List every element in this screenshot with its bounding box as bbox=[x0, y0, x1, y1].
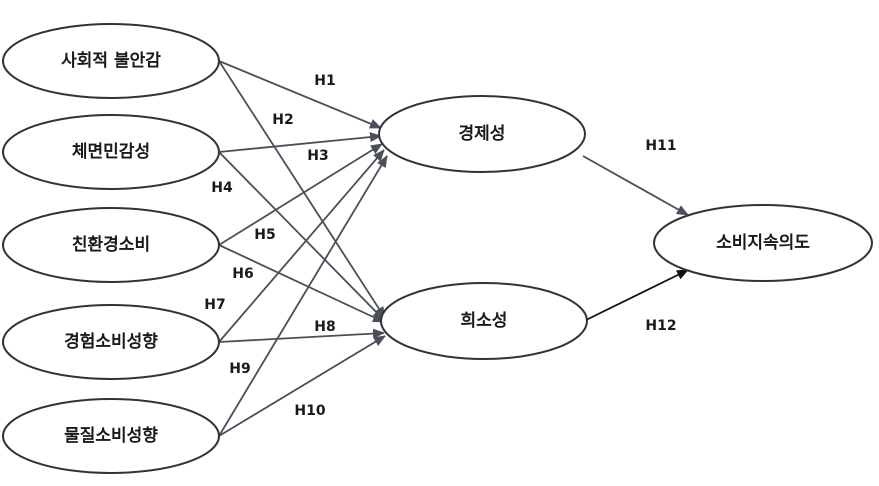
node-label-materialistic-consumption: 물질소비성향 bbox=[64, 425, 158, 446]
edge-h2 bbox=[218, 60, 386, 319]
edge-labels: H1 H2 H3 H4 H5 H6 H7 H8 H9 H10 H11 H12 bbox=[204, 73, 676, 419]
node-label-eco-consumption: 친환경소비 bbox=[72, 235, 150, 255]
edge-h1 bbox=[218, 60, 382, 129]
node-label-continuance-intention: 소비지속의도 bbox=[716, 233, 810, 253]
edge-label-h7: H7 bbox=[204, 297, 225, 313]
node-label-face-sensitivity: 체면민감성 bbox=[72, 142, 150, 162]
edge-h10 bbox=[218, 335, 386, 437]
edge-label-h2: H2 bbox=[272, 112, 293, 128]
node-label-experiential-consumption: 경험소비성향 bbox=[64, 331, 158, 352]
edge-h11 bbox=[582, 155, 689, 216]
node-social-anxiety: 사회적 불안감 bbox=[2, 23, 220, 99]
node-eco-consumption: 친환경소비 bbox=[2, 207, 220, 283]
node-materialistic-consumption: 물질소비성향 bbox=[2, 398, 220, 474]
node-experiential-consumption: 경험소비성향 bbox=[2, 304, 220, 380]
node-face-sensitivity: 체면민감성 bbox=[2, 114, 220, 190]
edge-label-h10: H10 bbox=[294, 403, 325, 419]
node-label-social-anxiety: 사회적 불안감 bbox=[61, 51, 161, 71]
edge-h3 bbox=[218, 132, 382, 153]
edge-label-h1: H1 bbox=[314, 73, 335, 89]
edge-label-h3: H3 bbox=[307, 148, 328, 164]
edge-label-h11: H11 bbox=[645, 138, 676, 154]
edges bbox=[218, 60, 689, 437]
node-continuance-intention: 소비지속의도 bbox=[653, 204, 873, 282]
edge-label-h4: H4 bbox=[211, 180, 233, 196]
edge-h4 bbox=[218, 151, 385, 321]
edge-label-h8: H8 bbox=[314, 319, 335, 335]
node-scarcity: 희소성 bbox=[380, 282, 588, 360]
edge-h7 bbox=[218, 149, 385, 343]
edge-label-h12: H12 bbox=[645, 318, 676, 334]
node-label-economy: 경제성 bbox=[459, 124, 506, 144]
nodes: 사회적 불안감 체면민감성 친환경소비 경험소비성향 물질소비성향 경제성 희소… bbox=[2, 23, 873, 474]
edge-label-h6: H6 bbox=[232, 266, 253, 282]
edge-h6 bbox=[218, 244, 385, 323]
edge-h9 bbox=[218, 155, 388, 437]
edge-h5 bbox=[218, 143, 383, 246]
node-label-scarcity: 희소성 bbox=[461, 311, 508, 331]
edge-label-h5: H5 bbox=[254, 227, 275, 243]
edge-h12 bbox=[585, 269, 689, 321]
node-economy: 경제성 bbox=[378, 95, 586, 173]
edge-h8 bbox=[218, 328, 385, 343]
edge-label-h9: H9 bbox=[229, 361, 250, 377]
